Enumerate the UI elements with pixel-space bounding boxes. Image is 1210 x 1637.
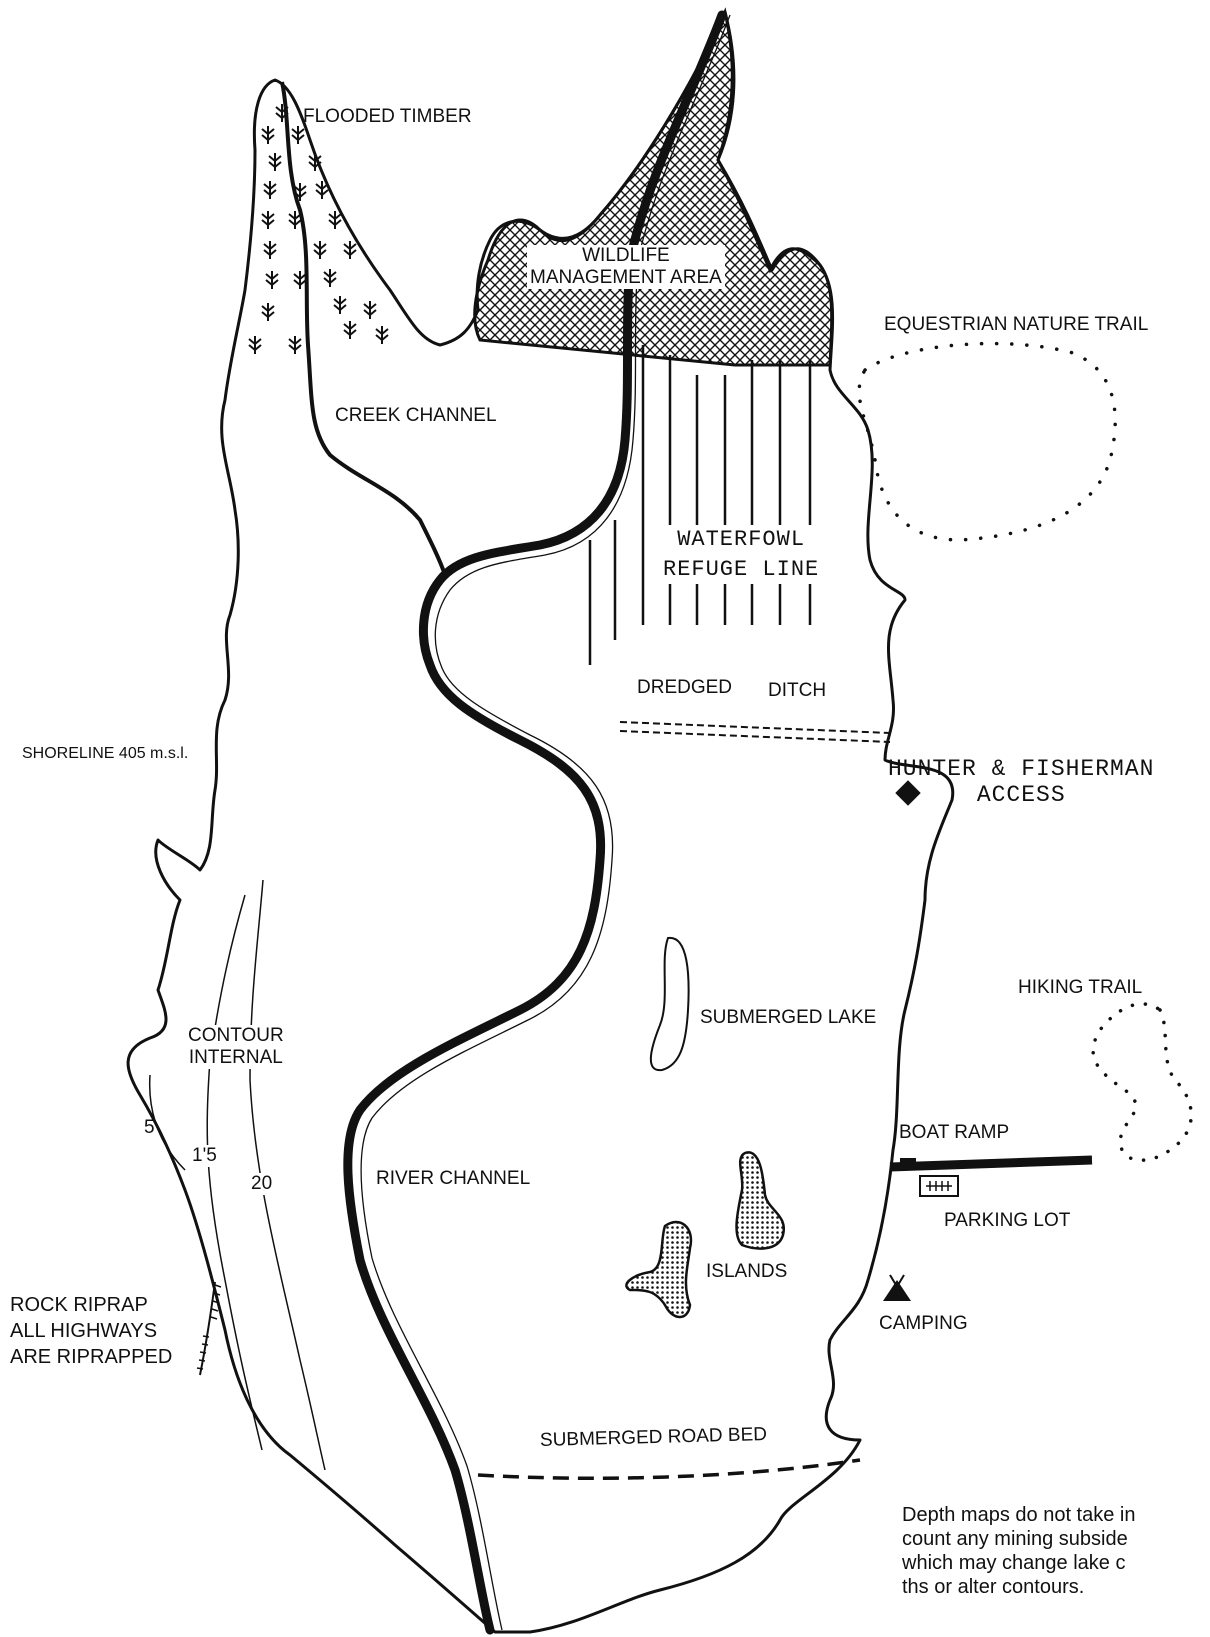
boat-ramp-road bbox=[889, 1155, 1093, 1172]
contour-line-2: INTERNAL bbox=[188, 1046, 283, 1068]
label-equestrian-nature-trail: EQUESTRIAN NATURE TRAIL bbox=[884, 314, 1149, 335]
label-wildlife-management-area: WILDLIFE MANAGEMENT AREA bbox=[527, 245, 725, 289]
river-channel bbox=[343, 10, 727, 1635]
boat-ramp-marker bbox=[900, 1158, 916, 1170]
lake-shoreline bbox=[126, 10, 955, 1634]
hunter-line-2: ACCESS bbox=[976, 782, 1066, 809]
label-river-channel: RIVER CHANNEL bbox=[376, 1168, 531, 1189]
label-dredged: DREDGED bbox=[637, 677, 733, 698]
note-line-3: which may change lake c bbox=[902, 1552, 1126, 1574]
diamond-marker-icon bbox=[895, 780, 921, 806]
note-line-4: ths or alter contours. bbox=[902, 1576, 1085, 1598]
contour-label-20: 20 bbox=[251, 1173, 273, 1195]
label-submerged-lake: SUBMERGED LAKE bbox=[700, 1007, 877, 1028]
rock-riprap bbox=[196, 1281, 222, 1376]
label-hunter-fisherman-access: HUNTER & FISHERMAN ACCESS bbox=[888, 756, 1154, 809]
island-1 bbox=[735, 1151, 786, 1250]
dredged-ditch bbox=[619, 721, 891, 743]
label-flooded-timber: FLOODED TIMBER bbox=[303, 106, 472, 127]
depth-map-note: Depth maps do not take in count any mini… bbox=[902, 1503, 1210, 1599]
label-parking-lot: PARKING LOT bbox=[944, 1210, 1071, 1231]
tent-icon bbox=[883, 1274, 911, 1301]
hiking-trail bbox=[1091, 1002, 1193, 1162]
wildlife-line-2: MANAGEMENT AREA bbox=[530, 266, 722, 288]
label-ditch: DITCH bbox=[768, 680, 827, 701]
contour-lines bbox=[148, 879, 326, 1471]
island-2 bbox=[625, 1220, 693, 1319]
waterfowl-line-2: REFUGE LINE bbox=[663, 556, 820, 582]
contour-line-1: CONTOUR bbox=[188, 1025, 284, 1046]
label-contour-internal: CONTOUR INTERNAL bbox=[188, 1025, 284, 1069]
riprap-line-3: ARE RIPRAPPED bbox=[10, 1346, 173, 1368]
label-hiking-trail: HIKING TRAIL bbox=[1018, 977, 1143, 998]
flooded-timber-trees bbox=[248, 103, 389, 355]
note-line-2: count any mining subside bbox=[902, 1528, 1128, 1550]
hunter-line-1: HUNTER & FISHERMAN bbox=[888, 756, 1155, 782]
submerged-road-bed bbox=[477, 1458, 861, 1480]
label-rock-riprap: ROCK RIPRAP ALL HIGHWAYS ARE RIPRAPPED bbox=[10, 1292, 172, 1370]
label-waterfowl-refuge-line: WATERFOWL REFUGE LINE bbox=[660, 525, 823, 585]
label-islands: ISLANDS bbox=[706, 1261, 788, 1282]
contour-label-15: 1'5 bbox=[192, 1145, 217, 1167]
label-creek-channel: CREEK CHANNEL bbox=[335, 405, 497, 426]
riprap-line-1: ROCK RIPRAP bbox=[10, 1294, 148, 1316]
waterfowl-line-1: WATERFOWL bbox=[677, 527, 806, 552]
note-line-1: Depth maps do not take in bbox=[902, 1504, 1136, 1526]
contour-label-5: 5 bbox=[144, 1117, 155, 1138]
label-boat-ramp: BOAT RAMP bbox=[899, 1122, 1010, 1143]
wildlife-line-1: WILDLIFE bbox=[582, 245, 670, 266]
label-shoreline: SHORELINE 405 m.s.l. bbox=[22, 745, 189, 762]
submerged-lake-shape bbox=[649, 936, 690, 1072]
creek-channel bbox=[280, 81, 447, 576]
riprap-line-2: ALL HIGHWAYS bbox=[10, 1320, 158, 1342]
parking-lot-icon bbox=[919, 1175, 959, 1197]
label-camping: CAMPING bbox=[879, 1313, 968, 1334]
equestrian-nature-trail bbox=[857, 341, 1117, 542]
